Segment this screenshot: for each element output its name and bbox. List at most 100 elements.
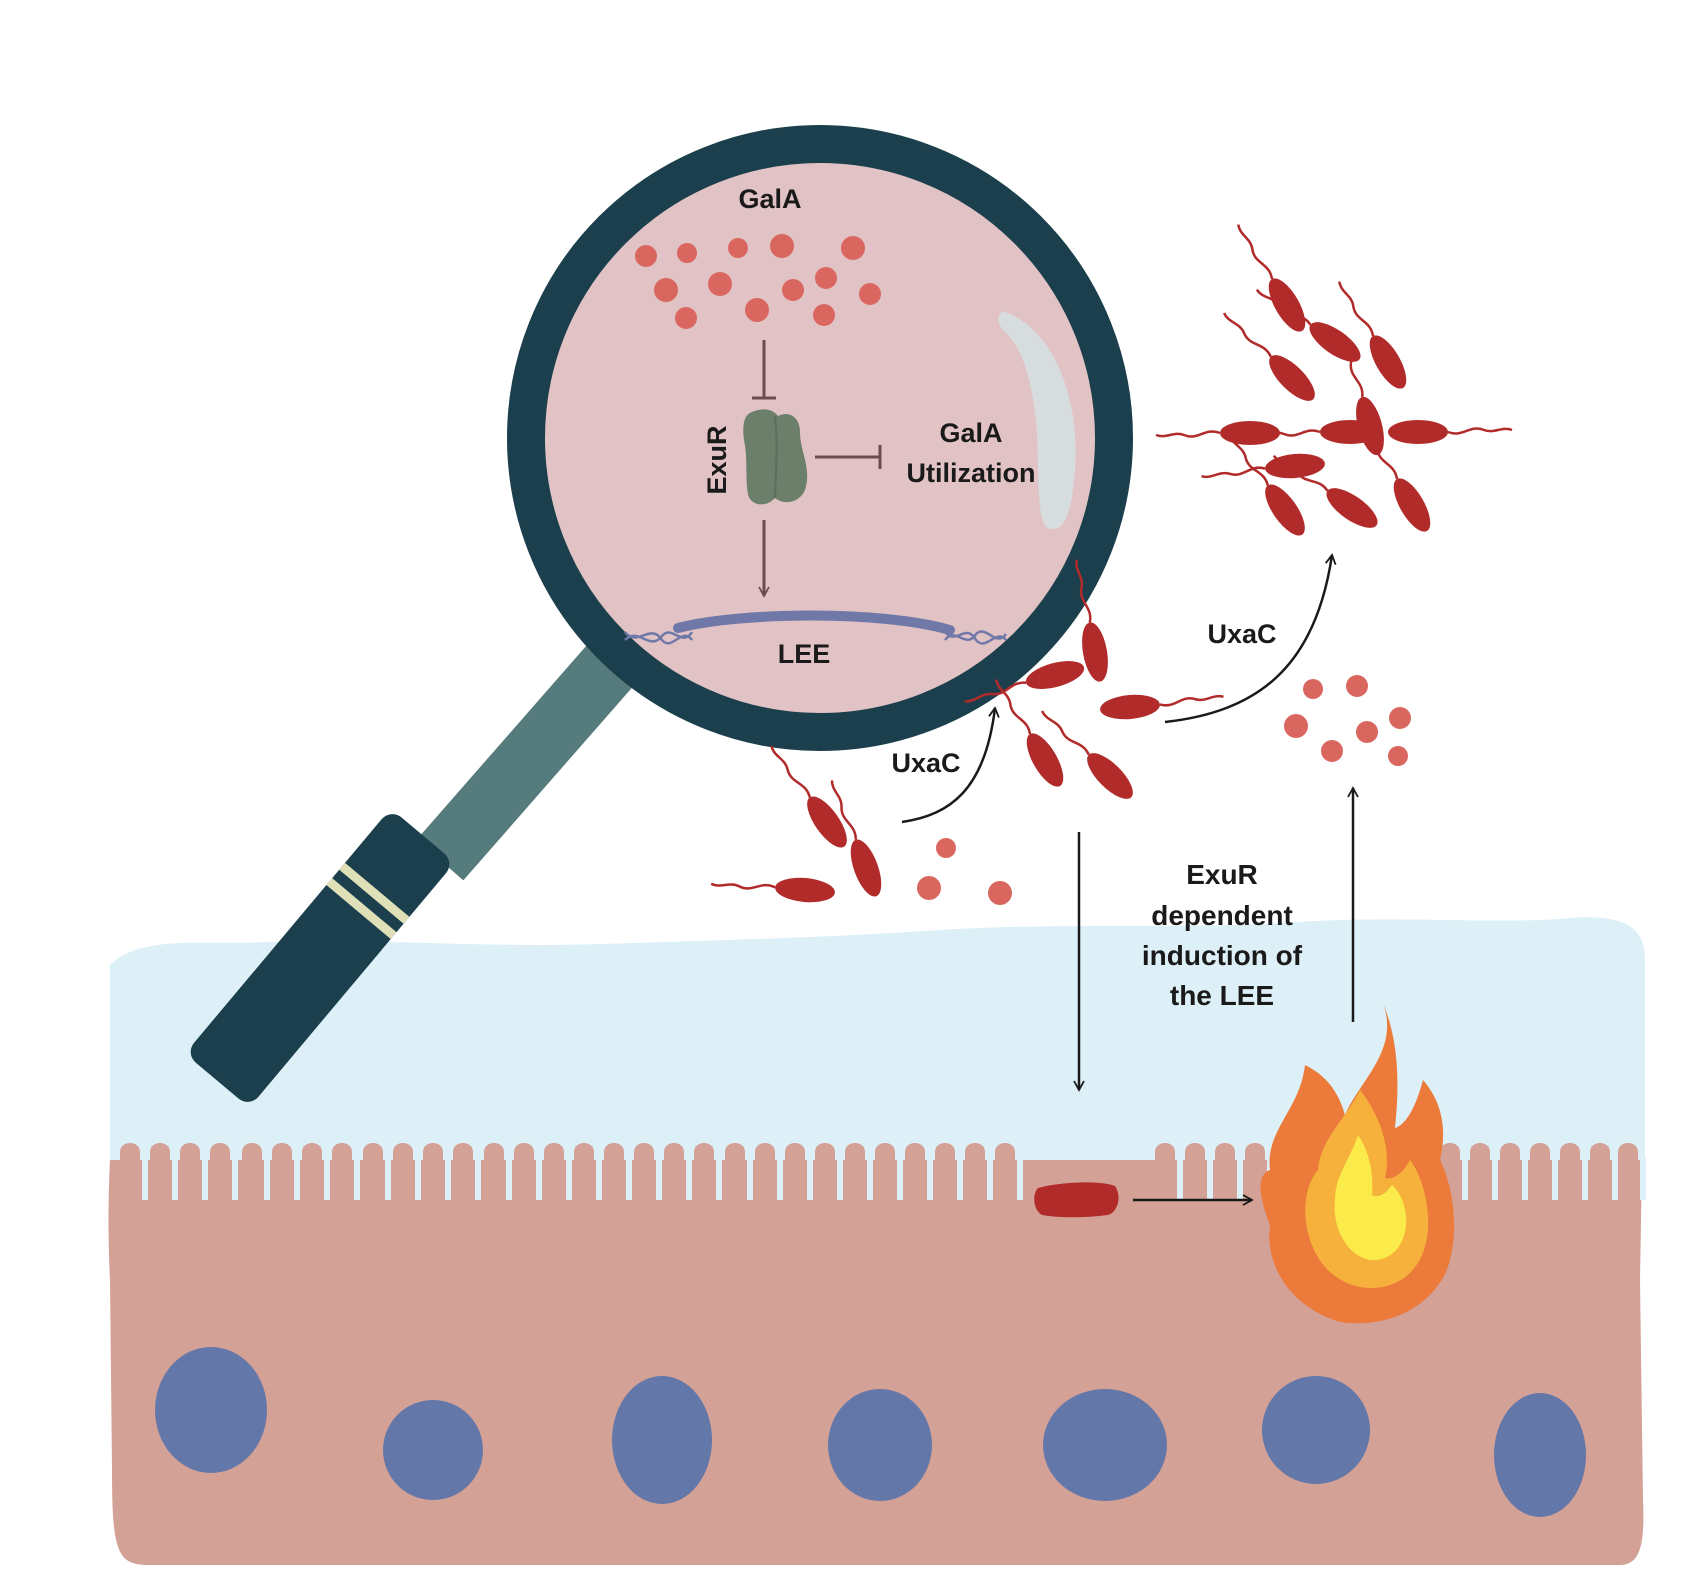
inflammation-flame-icon: [1260, 1003, 1455, 1324]
bacterium: [1254, 418, 1382, 446]
microvillus: [393, 1143, 413, 1160]
bacterium: [1228, 216, 1314, 339]
villus-gap: [385, 1154, 391, 1200]
microvillus: [332, 1143, 352, 1160]
gala-molecule: [1346, 675, 1368, 697]
gala-utilization-label-line2: Utilization: [907, 458, 1036, 488]
microvillus: [755, 1143, 775, 1160]
villus-gap: [445, 1154, 451, 1200]
microvillus: [514, 1143, 534, 1160]
villus-gap: [354, 1154, 360, 1200]
villus-gap: [927, 1154, 933, 1200]
villus-gap: [232, 1154, 238, 1200]
villus-gap: [1640, 1154, 1646, 1200]
gala-molecule: [635, 245, 657, 267]
villus-gap: [1522, 1154, 1528, 1200]
villus-gap: [747, 1154, 753, 1200]
gala-molecules-in-lens: [635, 234, 881, 329]
exur-inhibits-utilization-arrow: [815, 445, 882, 469]
nucleus: [828, 1389, 932, 1501]
villus-gap: [1177, 1154, 1183, 1200]
microvillus: [1155, 1143, 1175, 1160]
gala-molecule: [815, 267, 837, 289]
gala-molecule: [782, 279, 804, 301]
gala-molecule: [859, 283, 881, 305]
gala-molecule: [708, 272, 732, 296]
microvillus: [1530, 1143, 1550, 1160]
microvilli: [120, 1143, 1646, 1200]
bacterium: [762, 736, 856, 855]
epithelium: [108, 1143, 1646, 1565]
gala-molecule: [654, 278, 678, 302]
microvillus: [815, 1143, 835, 1160]
villus-gap: [867, 1154, 873, 1200]
gala-molecule: [1284, 714, 1308, 738]
microvillus: [634, 1143, 654, 1160]
villus-gap: [777, 1154, 783, 1200]
villus-gap: [897, 1154, 903, 1200]
gala-molecule: [675, 307, 697, 329]
microvillus: [150, 1143, 170, 1160]
villus-gap: [1017, 1154, 1023, 1200]
villus-gap: [686, 1154, 692, 1200]
microvillus: [242, 1143, 262, 1160]
microvillus: [725, 1143, 745, 1160]
microvillus: [423, 1143, 443, 1160]
gala-molecules-outside: [917, 675, 1411, 905]
microvillus: [664, 1143, 684, 1160]
villus-gap: [324, 1154, 330, 1200]
villus-gap: [1582, 1154, 1588, 1200]
microvillus: [604, 1143, 624, 1160]
microvillus: [905, 1143, 925, 1160]
epithelium-tissue: [108, 1160, 1644, 1565]
grip-stripe: [326, 878, 397, 940]
villus-gap: [172, 1154, 178, 1200]
microvillus: [785, 1143, 805, 1160]
attached-bacterium: [1034, 1182, 1119, 1218]
grip-stripe: [339, 862, 410, 924]
microvillus: [1500, 1143, 1520, 1160]
lee-label: LEE: [778, 639, 831, 669]
villus-gap: [566, 1154, 572, 1200]
villus-gap: [475, 1154, 481, 1200]
microvillus: [875, 1143, 895, 1160]
microvillus: [363, 1143, 383, 1160]
nucleus: [612, 1376, 712, 1504]
microvillus: [574, 1143, 594, 1160]
induction-label-line1: ExuR: [1186, 859, 1258, 890]
microvillus: [484, 1143, 504, 1160]
bacterium: [1220, 424, 1314, 543]
microvillus: [544, 1143, 564, 1160]
villus-gap: [656, 1154, 662, 1200]
gala-utilization-label-line1: GalA: [939, 418, 1002, 448]
epithelial-nuclei: [155, 1347, 1586, 1517]
uxac-label-left: UxaC: [891, 748, 960, 778]
induction-label-line3: induction of: [1142, 940, 1303, 971]
uxac-arrow-right: [1164, 553, 1337, 724]
villus-gap: [596, 1154, 602, 1200]
microvillus: [1470, 1143, 1490, 1160]
villus-gap: [1462, 1154, 1468, 1200]
villus-gap: [142, 1154, 148, 1200]
lens-glare: [998, 311, 1076, 530]
gala-label: GalA: [738, 184, 801, 214]
villus-gap: [837, 1154, 843, 1200]
villus-gap: [536, 1154, 542, 1200]
villus-gap: [807, 1154, 813, 1200]
villus-gap: [264, 1154, 270, 1200]
bacterium: [1097, 685, 1226, 723]
villus-gap: [957, 1154, 963, 1200]
villus-gap: [1612, 1154, 1618, 1200]
induction-label-line2: dependent: [1151, 900, 1293, 931]
gala-inhibits-exur-arrow: [752, 340, 776, 400]
microvillus: [453, 1143, 473, 1160]
gala-molecule: [728, 238, 748, 258]
microvillus: [995, 1143, 1015, 1160]
microvillus: [845, 1143, 865, 1160]
mucus-layer: [110, 917, 1645, 1160]
uxac-arrow-left: [901, 706, 1000, 824]
gala-molecule: [936, 838, 956, 858]
glass-handle-grip: [190, 814, 450, 1102]
villus-gap: [626, 1154, 632, 1200]
